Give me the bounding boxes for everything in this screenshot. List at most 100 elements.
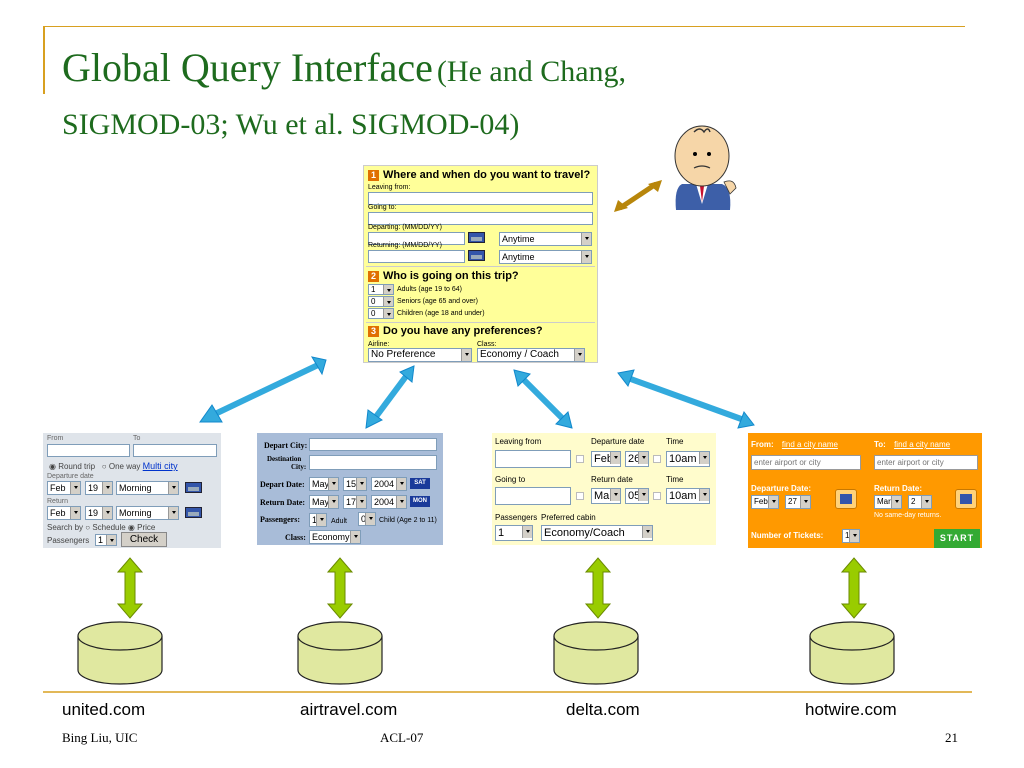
ret-day-select[interactable]: 19 bbox=[85, 506, 113, 520]
footer-author: Bing Liu, UIC bbox=[62, 730, 138, 745]
class-select[interactable]: Economy / Coach bbox=[477, 348, 585, 362]
cabin-select[interactable]: Economy/Coach bbox=[541, 525, 653, 541]
to-input[interactable] bbox=[133, 444, 217, 457]
leaving-checkbox[interactable] bbox=[576, 455, 584, 463]
departing-calendar-icon[interactable] bbox=[468, 232, 485, 243]
dep-day-select[interactable]: 19 bbox=[85, 481, 113, 495]
adults-select[interactable]: 1 bbox=[368, 284, 394, 295]
airline-label: Airline: bbox=[368, 341, 390, 348]
destination-input[interactable] bbox=[309, 455, 437, 470]
depart-month-select[interactable]: May bbox=[309, 477, 339, 491]
database-icon bbox=[77, 621, 163, 685]
from-label: From: bbox=[751, 440, 774, 449]
global-to-user-arrow bbox=[614, 180, 662, 212]
destination-city-label: City: bbox=[291, 463, 307, 471]
return-day-select[interactable]: 17 bbox=[343, 495, 367, 509]
price-radio[interactable]: ◉ bbox=[127, 523, 138, 532]
from-input[interactable] bbox=[47, 444, 130, 457]
ret-day-select[interactable]: 05 bbox=[625, 488, 649, 504]
united-form: From To ◉ Round trip ○ One way Multi cit… bbox=[43, 433, 221, 548]
no-same-day-note: No same-day returns. bbox=[874, 512, 942, 519]
green-arrow-4 bbox=[840, 557, 868, 619]
to-label: To: bbox=[874, 440, 886, 449]
dep-month-select[interactable]: Feb bbox=[47, 481, 81, 495]
going-to-input[interactable] bbox=[495, 487, 571, 505]
class-select[interactable]: Economy bbox=[309, 530, 361, 544]
adult-select[interactable]: 1 bbox=[309, 513, 327, 527]
dep-month-select[interactable]: Feb bbox=[591, 451, 621, 467]
ret-time-select[interactable]: Morning bbox=[116, 506, 179, 520]
returning-label: Returning: (MM/DD/YY) bbox=[368, 242, 442, 249]
airline-select[interactable]: No Preference bbox=[368, 348, 472, 362]
depart-day-select[interactable]: 15 bbox=[343, 477, 367, 491]
dep-month-select[interactable]: Feb bbox=[751, 495, 779, 509]
check-button[interactable]: Check bbox=[121, 532, 167, 547]
departure-date-label: Departure Date: bbox=[751, 484, 812, 493]
depart-city-label: Depart City: bbox=[264, 441, 308, 450]
children-select[interactable]: 0 bbox=[368, 308, 394, 319]
multi-city-link[interactable]: Multi city bbox=[142, 461, 178, 471]
ret-time-select[interactable]: 10am bbox=[666, 488, 710, 504]
round-trip-radio[interactable]: ◉ bbox=[49, 462, 59, 471]
return-date-label: Return Date: bbox=[260, 498, 306, 507]
database-icon bbox=[297, 621, 383, 685]
going-checkbox[interactable] bbox=[576, 492, 584, 500]
round-trip-label: Round trip bbox=[58, 462, 96, 471]
returning-time-select[interactable]: Anytime bbox=[499, 250, 592, 264]
dep-checkbox[interactable] bbox=[653, 455, 661, 463]
dep-calendar-icon[interactable] bbox=[185, 482, 202, 493]
going-to-label: Going to: bbox=[368, 204, 397, 211]
to-input[interactable] bbox=[874, 455, 978, 470]
find-city-link-to[interactable]: find a city name bbox=[894, 440, 951, 449]
dep-calendar-icon[interactable] bbox=[835, 489, 857, 509]
green-arrow-3 bbox=[584, 557, 612, 619]
dep-time-select[interactable]: Morning bbox=[116, 481, 179, 495]
adults-label: Adults (age 19 to 64) bbox=[397, 286, 462, 293]
adult-label: Adult bbox=[331, 518, 347, 525]
leaving-from-input[interactable] bbox=[495, 450, 571, 468]
passengers-select[interactable]: 1 bbox=[95, 534, 117, 546]
accent-horizontal-rule bbox=[43, 26, 965, 27]
passengers-select[interactable]: 1 bbox=[495, 525, 533, 541]
leaving-from-input[interactable] bbox=[368, 192, 593, 205]
from-input[interactable] bbox=[751, 455, 861, 470]
going-to-input[interactable] bbox=[368, 212, 593, 225]
title-text: Global Query Interface bbox=[62, 45, 433, 90]
ret-month-select[interactable]: Mar bbox=[591, 488, 621, 504]
ret-calendar-icon[interactable] bbox=[185, 507, 202, 518]
depart-city-input[interactable] bbox=[309, 438, 437, 451]
start-button[interactable]: START bbox=[934, 529, 980, 548]
ret-checkbox[interactable] bbox=[653, 492, 661, 500]
departing-time-select[interactable]: Anytime bbox=[499, 232, 592, 246]
one-way-label: One way bbox=[108, 462, 141, 471]
return-label: Return bbox=[47, 498, 69, 505]
child-select[interactable]: 0 bbox=[358, 512, 376, 526]
seniors-select[interactable]: 0 bbox=[368, 296, 394, 307]
schedule-radio[interactable]: ○ bbox=[85, 523, 93, 532]
ret-month-select[interactable]: Feb bbox=[47, 506, 81, 520]
site-label-hotwire: hotwire.com bbox=[805, 700, 897, 719]
departing-input[interactable] bbox=[368, 232, 465, 245]
dep-day-select[interactable]: 26 bbox=[625, 451, 649, 467]
return-year-select[interactable]: 2004 bbox=[371, 495, 407, 509]
ret-day-select[interactable]: 2 bbox=[908, 495, 932, 509]
returning-calendar-icon[interactable] bbox=[468, 250, 485, 261]
dep-time-select[interactable]: 10am bbox=[666, 451, 710, 467]
return-month-select[interactable]: May bbox=[309, 495, 339, 509]
children-label: Children (age 18 and under) bbox=[397, 310, 485, 317]
schedule-label: Schedule bbox=[92, 523, 126, 532]
find-city-link-from[interactable]: find a city name bbox=[781, 440, 838, 449]
title-citation-2: SIGMOD-03; Wu et al. SIGMOD-04) bbox=[62, 108, 520, 141]
depart-year-select[interactable]: 2004 bbox=[371, 477, 407, 491]
returning-input[interactable] bbox=[368, 250, 465, 263]
from-label: From bbox=[47, 435, 64, 442]
dep-day-select[interactable]: 27 bbox=[785, 495, 811, 509]
tickets-select[interactable]: 1 bbox=[842, 529, 860, 543]
ret-month-select[interactable]: Mar bbox=[874, 495, 902, 509]
leaving-from-label: Leaving from: bbox=[368, 184, 411, 191]
green-arrow-1 bbox=[116, 557, 144, 619]
ret-calendar-icon[interactable] bbox=[955, 489, 977, 509]
one-way-radio[interactable]: ○ bbox=[101, 462, 109, 471]
